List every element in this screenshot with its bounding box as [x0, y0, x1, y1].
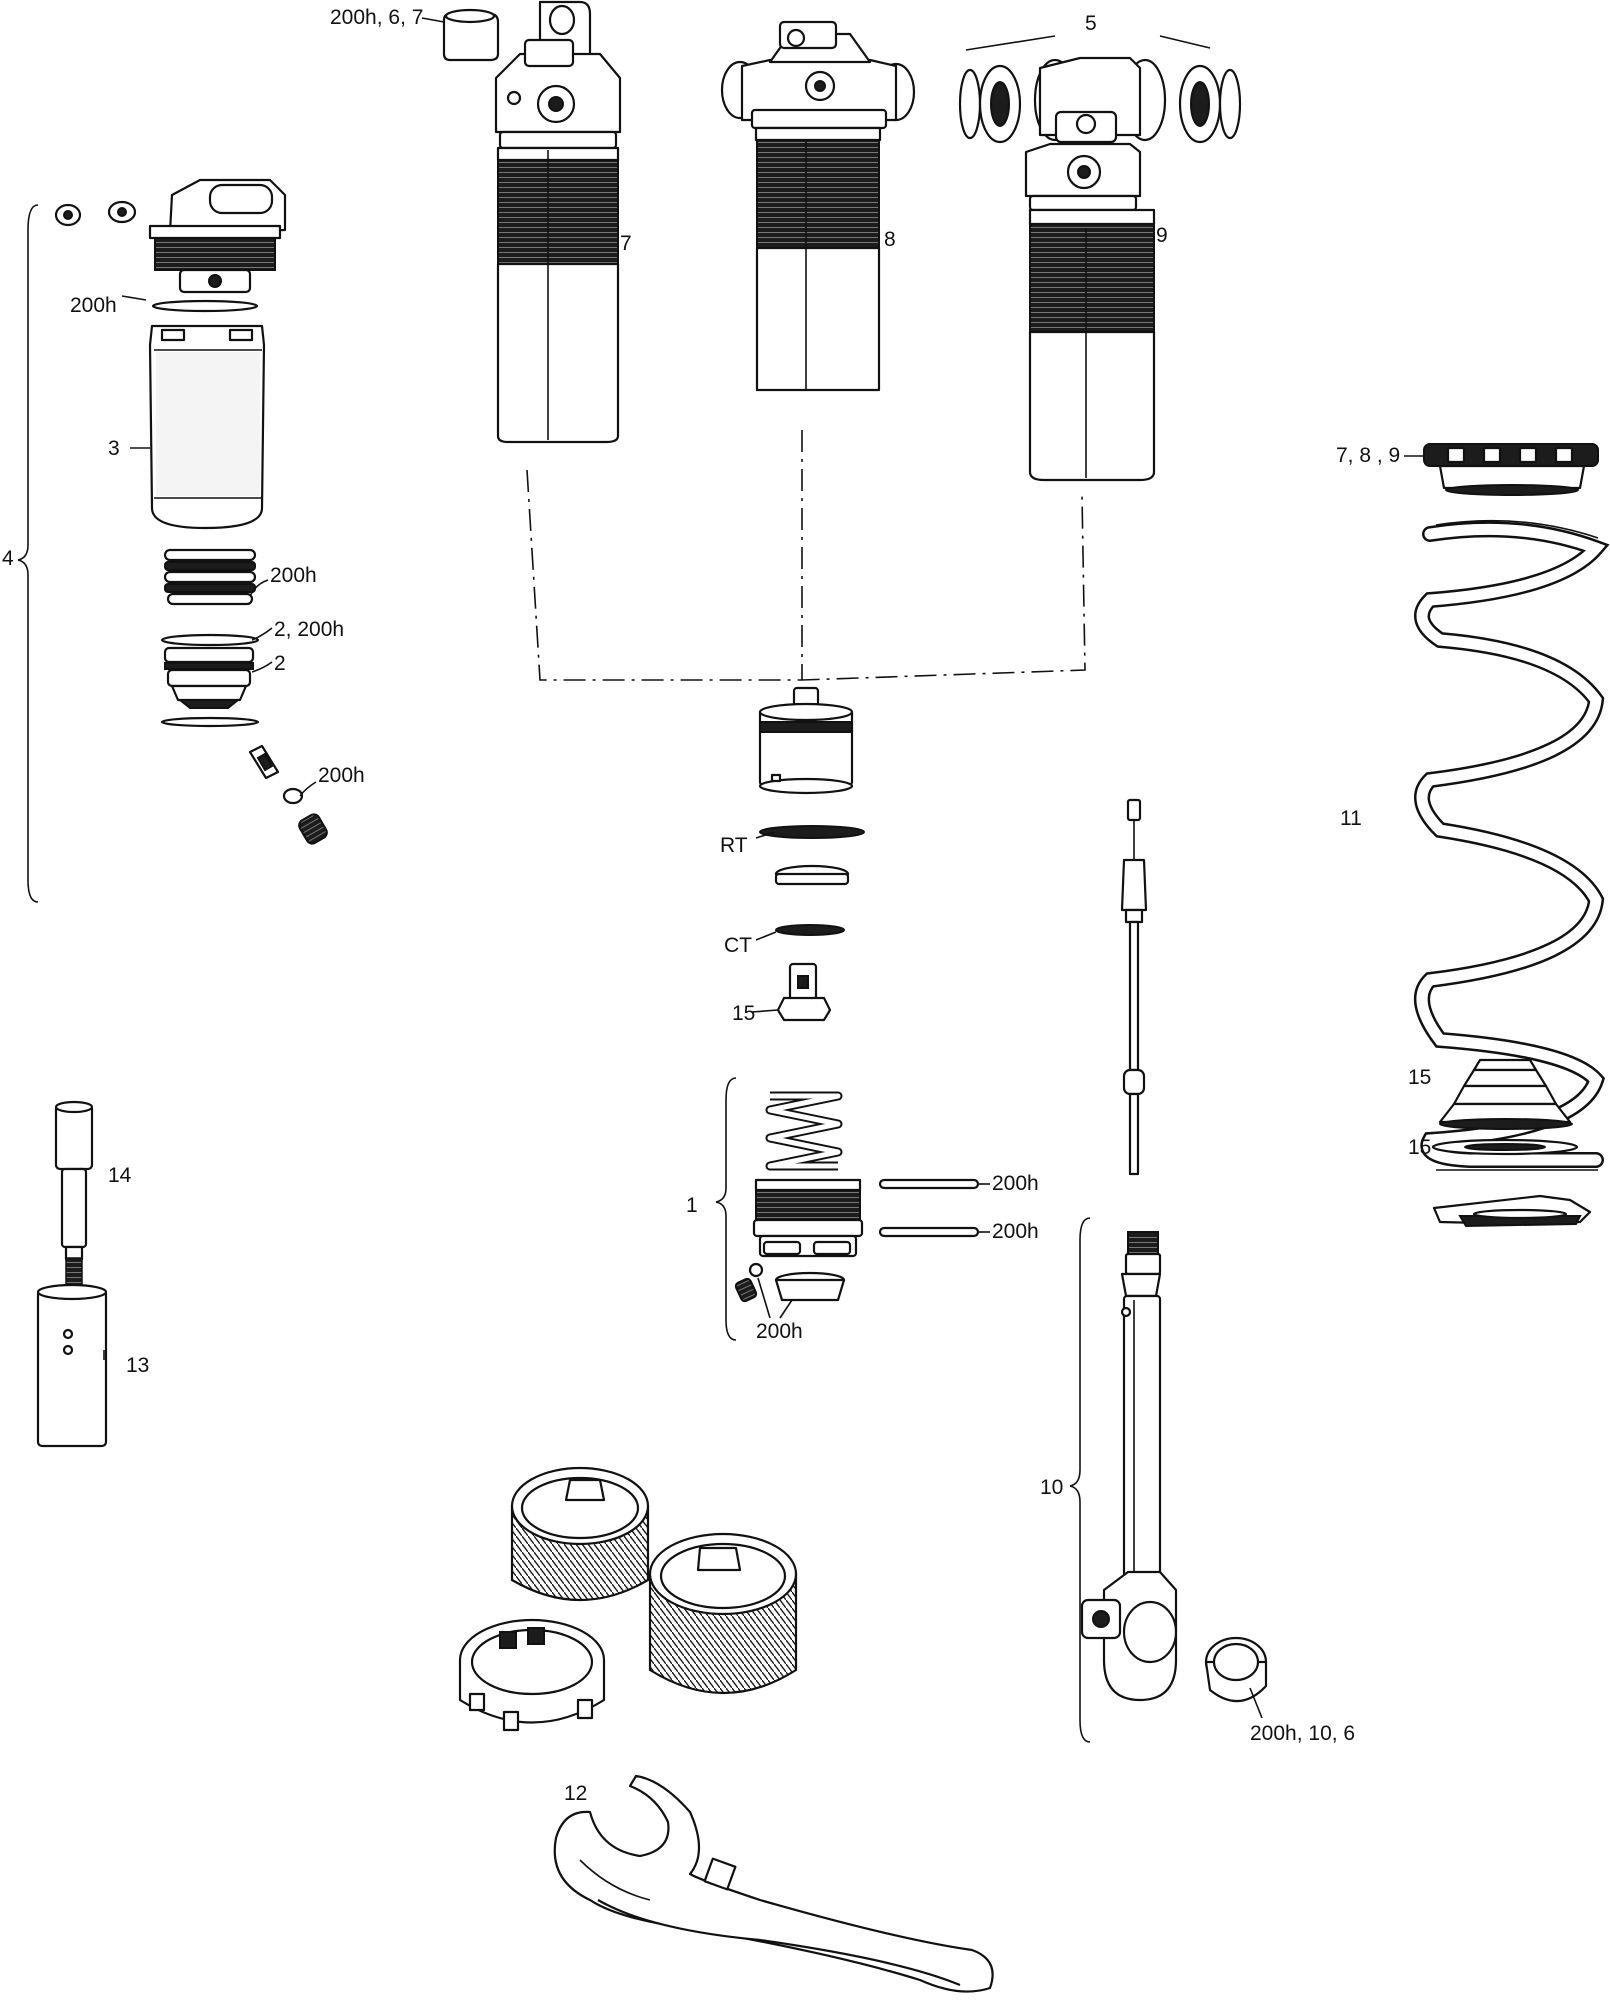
compression-shim-part [775, 924, 845, 936]
label-200h-10-6: 200h, 10, 6 [1250, 1722, 1355, 1745]
label-7: 7 [620, 232, 632, 255]
check-ball-part [734, 1262, 764, 1303]
piston-seal-stack [163, 548, 257, 606]
label-15-a: 15 [732, 1002, 755, 1025]
label-200h-d: 200h [992, 1172, 1039, 1195]
label-1: 1 [686, 1194, 698, 1217]
label-15-c: 15 [1408, 1136, 1431, 1159]
group-4-bracket [17, 204, 39, 903]
leader-line [755, 931, 777, 941]
air-piston-part-2 [163, 646, 255, 709]
coil-spring-part-11 [1414, 519, 1610, 1171]
lower-o-ring [160, 716, 260, 728]
air-valve-part [248, 744, 304, 805]
leader-line [251, 661, 273, 673]
label-13: 13 [126, 1354, 149, 1377]
spring-spacer-part-15 [1431, 1138, 1579, 1156]
label-200h-c: 200h [318, 764, 365, 787]
label-8: 8 [884, 228, 896, 251]
leader-line [121, 295, 147, 301]
label-12: 12 [564, 1782, 587, 1805]
label-10: 10 [1040, 1476, 1063, 1499]
leader-line [421, 17, 445, 23]
nut-part-15 [776, 962, 832, 1022]
damper-body-part-8 [720, 20, 916, 392]
label-200h-b: 200h [270, 564, 317, 587]
label-5: 5 [1085, 12, 1097, 35]
label-200h-f: 200h [756, 1320, 803, 1343]
spring-collar-part [1423, 443, 1599, 496]
label-9: 9 [1156, 224, 1168, 247]
damper-body-part-9 [1024, 56, 1167, 482]
screw-part [54, 203, 82, 227]
rebound-shim-part [759, 825, 865, 886]
eyelet-bushing-part [1204, 1636, 1268, 1703]
label-15-b: 15 [1408, 1066, 1431, 1089]
air-can-head-part [148, 178, 287, 294]
label-14: 14 [108, 1164, 132, 1187]
piston-assembly-part-1 [752, 1178, 864, 1258]
group-10-bracket [1069, 1217, 1091, 1743]
piston-o-ring-1 [878, 1178, 980, 1190]
leader-line [755, 831, 776, 839]
label-ct: CT [724, 934, 752, 957]
small-spring-part [765, 1091, 843, 1171]
label-rt: RT [720, 834, 748, 857]
label-4: 4 [2, 547, 14, 570]
tool-sleeve-part-12-top [510, 1466, 650, 1601]
tool-sleeve-part-12-left [458, 1618, 606, 1732]
leader-line [757, 1277, 771, 1319]
leader-line [1249, 1687, 1263, 1719]
label-11: 11 [1340, 807, 1362, 830]
damper-body-part-7 [494, 0, 622, 444]
leader-line [751, 1009, 779, 1013]
tool-sleeve-part-12-right [648, 1532, 798, 1694]
label-2: 2 [274, 652, 286, 675]
leader-line [1159, 35, 1211, 49]
label-200h-6-7: 200h, 6, 7 [330, 6, 423, 29]
label-3: 3 [108, 437, 120, 460]
tool-part-14 [54, 1100, 94, 1289]
piston-nut-part [774, 1271, 846, 1302]
o-ring-part [151, 299, 259, 313]
spring-retainer-part-15 [1438, 1058, 1573, 1130]
bearing-set-part-5 [958, 64, 1242, 144]
spring-clip-part [1432, 1194, 1592, 1228]
leader-line [965, 35, 1056, 51]
leader-line [251, 627, 273, 641]
leader-line [779, 1299, 793, 1319]
group-1-bracket [715, 1077, 737, 1341]
valve-cap-part [298, 813, 328, 845]
leader-line [299, 781, 317, 797]
spanner-wrench-part [553, 1774, 994, 1993]
label-7-8-9: 7, 8 , 9 [1336, 444, 1400, 467]
screw-part-2 [107, 200, 137, 224]
label-200h-a: 200h [70, 294, 117, 317]
leader-line [249, 579, 269, 597]
label-2-200h: 2, 200h [274, 618, 344, 641]
tool-part-13 [36, 1283, 108, 1448]
piston-o-ring-2 [878, 1226, 980, 1238]
damper-rod-part [1120, 798, 1148, 1176]
label-200h-e: 200h [992, 1220, 1039, 1243]
air-sleeve-part-3 [148, 324, 266, 530]
damper-cartridge-part [758, 686, 854, 795]
piston-o-ring [160, 633, 260, 647]
alignment-line [526, 469, 1086, 681]
bushing-part [442, 8, 500, 62]
shaft-eyelet-part-10 [1080, 1231, 1178, 1702]
